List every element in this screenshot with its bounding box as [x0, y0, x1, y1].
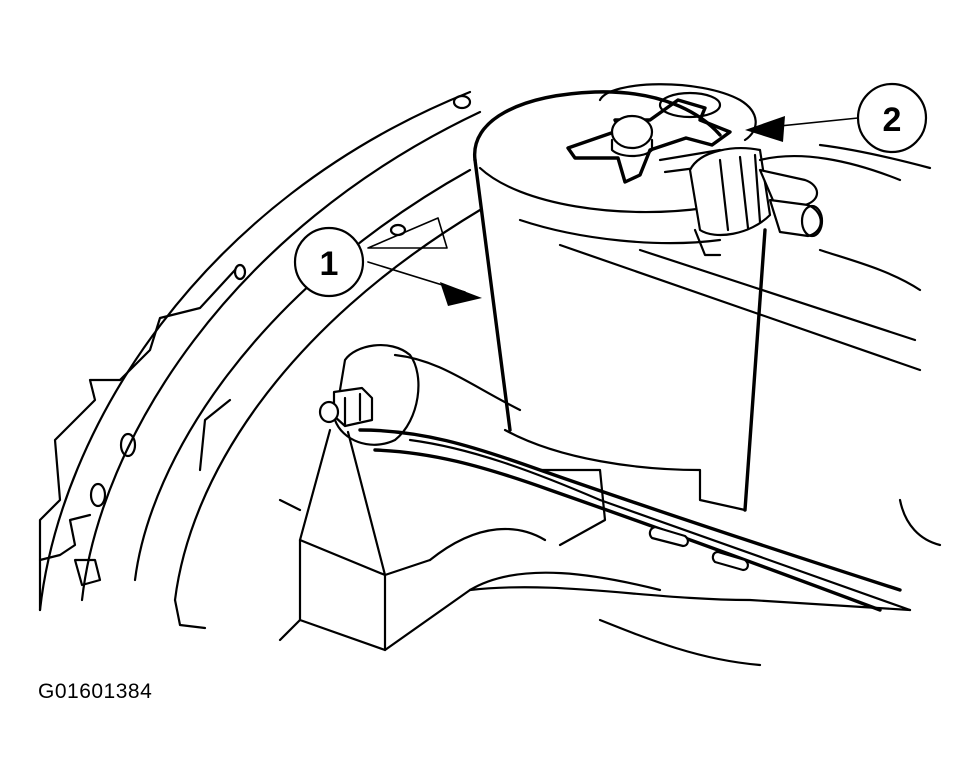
body-rails — [758, 143, 942, 547]
callout-1-number: 1 — [320, 245, 339, 283]
lower-control-arm — [333, 344, 912, 612]
subframe — [278, 428, 912, 667]
pivot-bolt — [318, 386, 374, 428]
solenoid-valve-connector — [658, 147, 824, 257]
air-spring — [473, 90, 922, 512]
figure-id-label: G01601384 — [38, 680, 153, 703]
callout-2-number: 2 — [883, 101, 902, 139]
fender-arch — [38, 90, 482, 630]
callout-1: 1 — [293, 217, 482, 306]
callout-2: 2 — [745, 82, 928, 154]
retaining-clip — [566, 83, 757, 184]
